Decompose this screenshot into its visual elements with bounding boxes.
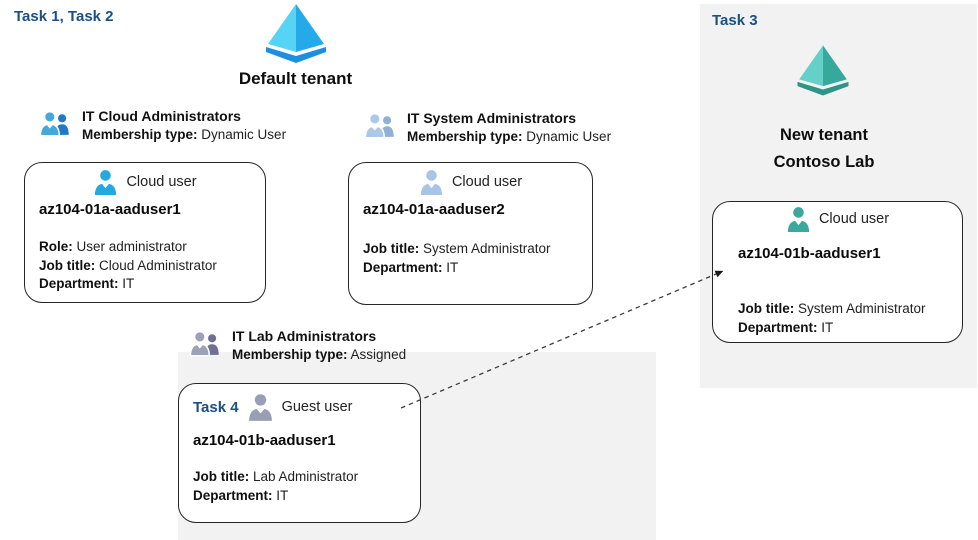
membership-type-line: Membership type: Assigned <box>232 347 407 362</box>
user-type-label: Guest user <box>281 399 353 415</box>
task4-label: Task 4 <box>193 398 239 416</box>
user-card-header: Task 4 Guest user <box>179 392 420 422</box>
user-type-label: Cloud user <box>818 211 890 227</box>
new-tenant-title-line1: New tenant <box>779 126 868 144</box>
user-name: az104-01b-aaduser1 <box>738 245 881 262</box>
user-type-label: Cloud user <box>126 174 197 190</box>
user-fields: Role: User administrator Job title: Clou… <box>39 238 265 294</box>
default-tenant-title: Default tenant <box>238 69 353 88</box>
group-name: IT Lab Administrators <box>232 328 377 344</box>
group-name: IT System Administrators <box>407 110 577 126</box>
user-group-icon <box>39 110 69 137</box>
field-job-title: Job title: System Administrator <box>738 301 926 316</box>
user-fields: Job title: Lab Administrator Department:… <box>193 468 420 505</box>
field-job-title: Job title: Cloud Administrator <box>39 257 217 273</box>
task12-label: Task 1, Task 2 <box>14 8 114 25</box>
user-type-label: Cloud user <box>451 174 523 190</box>
field-department: Department: IT <box>39 276 135 291</box>
azure-ad-tenant-icon-teal <box>797 45 849 96</box>
user-name: az104-01a-aaduser1 <box>39 201 181 218</box>
guest-user-card-aaduser1: Task 4 Guest user az104-01b-aaduser1 Job… <box>178 383 421 523</box>
user-card-header: Cloud user <box>349 167 592 197</box>
user-group-icon <box>364 112 394 139</box>
person-icon <box>95 169 117 195</box>
new-tenant-user-card-aaduser1: Cloud user az104-01b-aaduser1 Job title:… <box>712 201 963 343</box>
field-department: Department: IT <box>363 259 459 275</box>
membership-type-line: Membership type: Dynamic User <box>82 127 287 142</box>
user-fields: Job title: System Administrator Departme… <box>738 300 962 337</box>
group-it-system-administrators: IT System Administrators Membership type… <box>363 109 611 146</box>
field-role: Role: User administrator <box>39 239 187 254</box>
new-tenant-title: New tenant Contoso Lab <box>722 122 926 176</box>
person-icon <box>420 169 443 195</box>
person-icon <box>787 206 810 232</box>
azure-ad-tenant-icon-blue <box>266 4 326 63</box>
user-name: az104-01b-aaduser1 <box>193 432 336 449</box>
group-it-cloud-administrators: IT Cloud Administrators Membership type:… <box>38 107 286 144</box>
group-it-lab-administrators: IT Lab Administrators Membership type: A… <box>188 327 406 364</box>
user-card-aaduser1: Cloud user az104-01a-aaduser1 Role: User… <box>24 162 266 303</box>
field-department: Department: IT <box>193 487 289 503</box>
user-card-header: Cloud user <box>713 204 962 234</box>
task3-label: Task 3 <box>712 12 758 29</box>
field-department: Department: IT <box>738 319 834 335</box>
user-card-aaduser2: Cloud user az104-01a-aaduser2 Job title:… <box>348 162 593 305</box>
user-fields: Job title: System Administrator Departme… <box>363 240 592 277</box>
group-name: IT Cloud Administrators <box>82 108 241 124</box>
person-icon <box>248 393 272 421</box>
user-card-header: Cloud user <box>25 167 265 197</box>
membership-type-line: Membership type: Dynamic User <box>407 129 612 144</box>
user-name: az104-01a-aaduser2 <box>363 201 505 218</box>
field-job-title: Job title: Lab Administrator <box>193 469 359 484</box>
user-group-icon <box>189 330 219 357</box>
field-job-title: Job title: System Administrator <box>363 241 551 256</box>
new-tenant-title-line2: Contoso Lab <box>773 153 875 171</box>
